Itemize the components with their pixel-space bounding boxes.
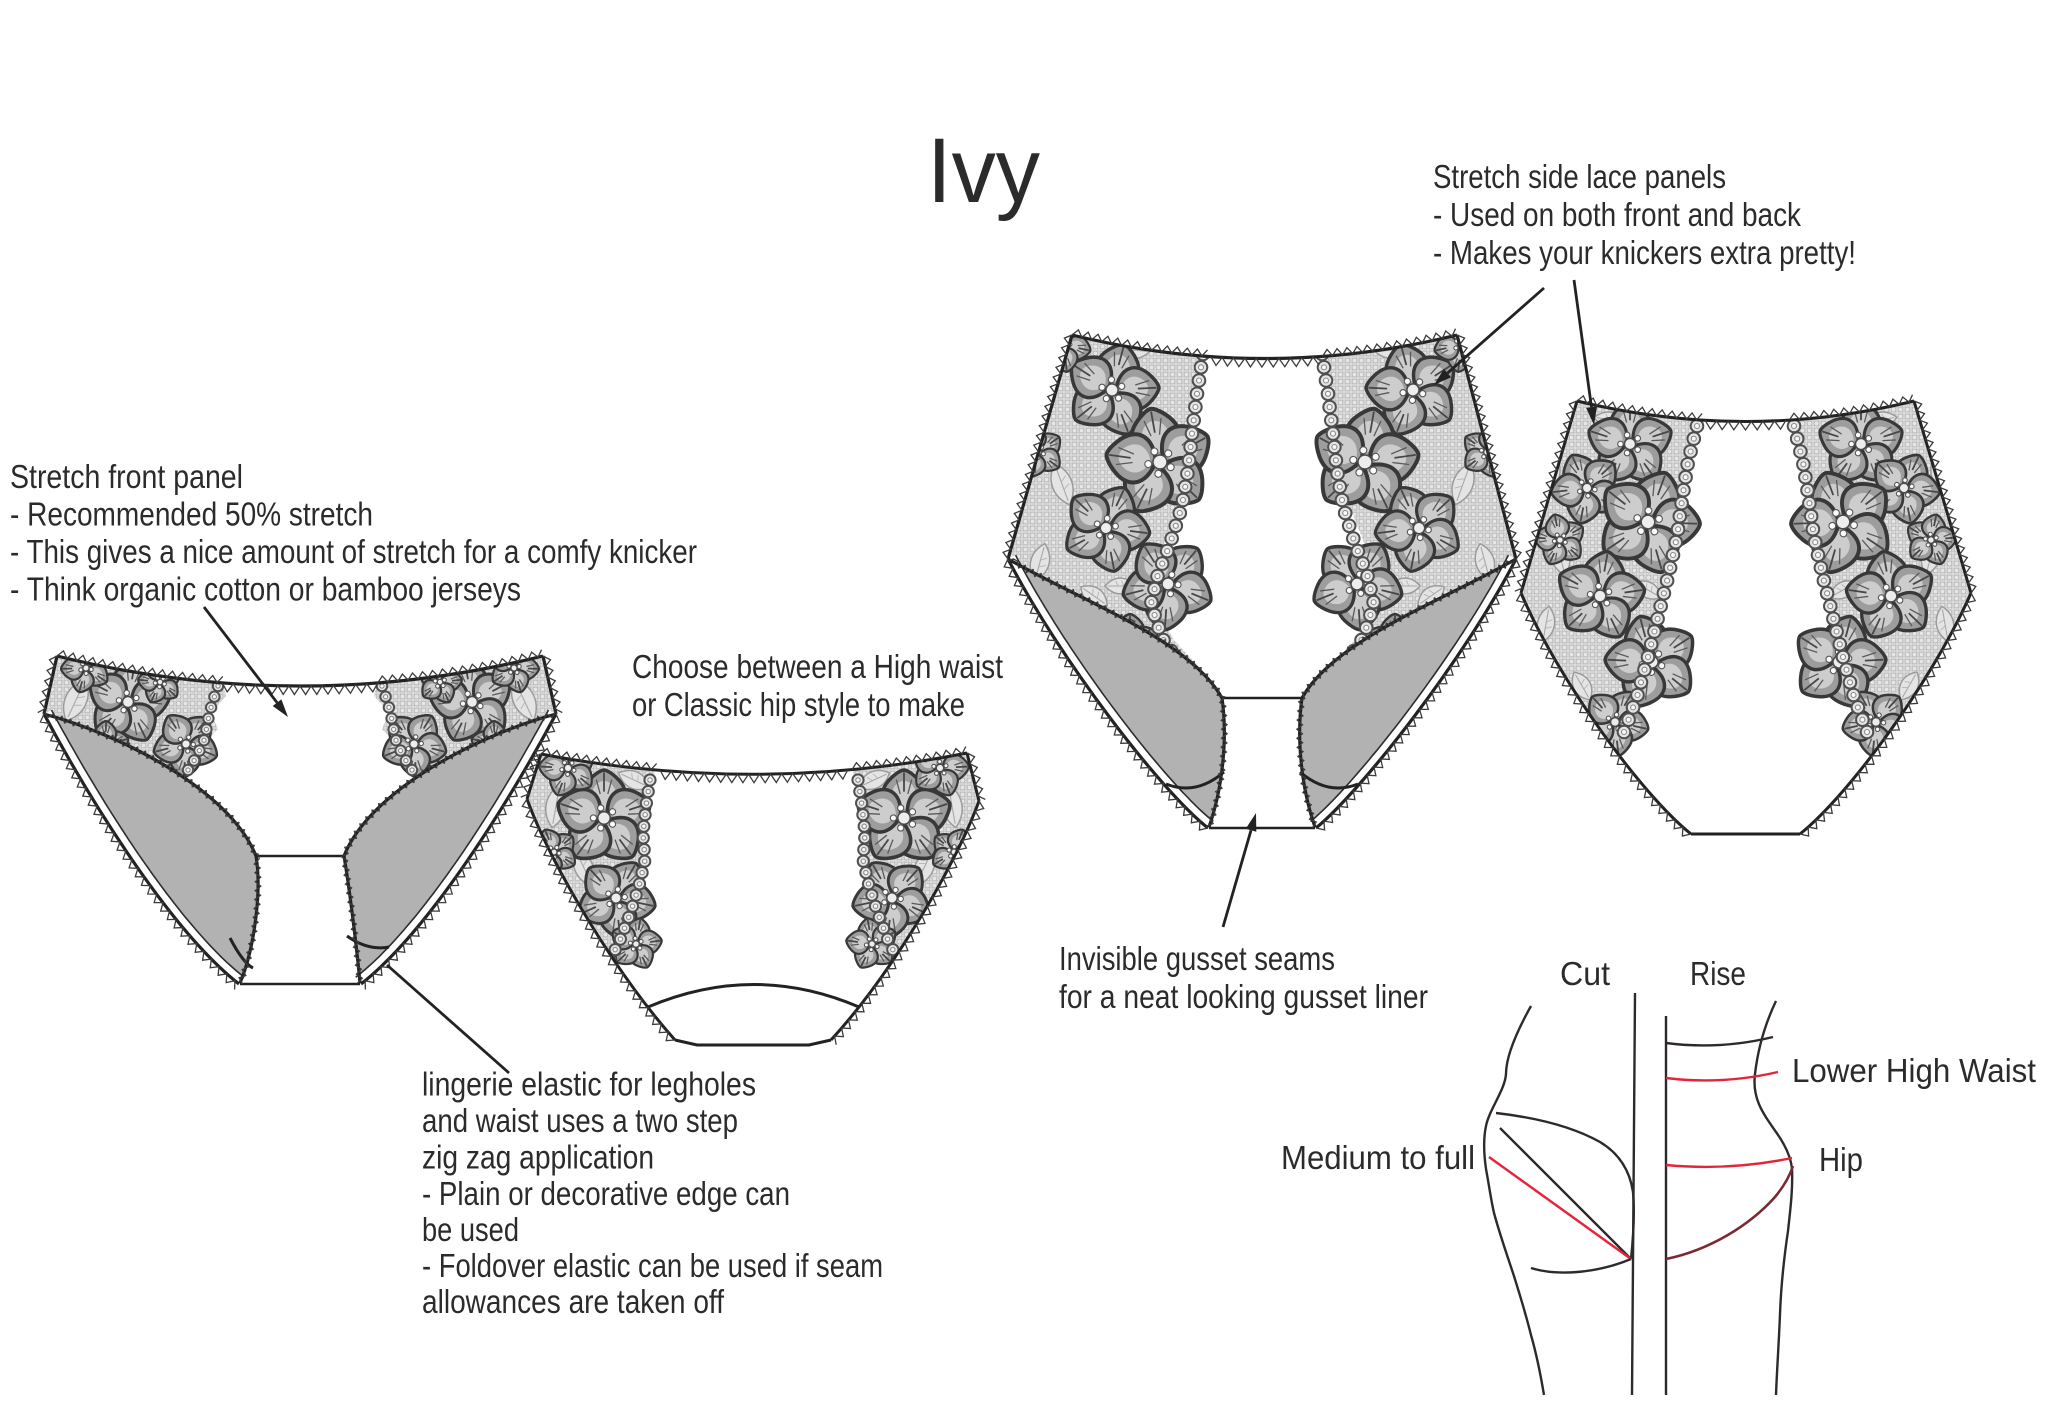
svg-text:- Makes your knickers extra pr: - Makes your knickers extra pretty! bbox=[1433, 235, 1856, 272]
svg-text:Lower High Waist: Lower High Waist bbox=[1792, 1053, 2037, 1090]
svg-text:or Classic hip style to make: or Classic hip style to make bbox=[632, 687, 965, 724]
svg-text:allowances are taken off: allowances are taken off bbox=[422, 1284, 725, 1321]
svg-text:- This gives a nice amount of: - This gives a nice amount of stretch fo… bbox=[10, 534, 697, 571]
svg-text:- Plain or decorative edge can: - Plain or decorative edge can bbox=[422, 1176, 790, 1213]
svg-text:Hip: Hip bbox=[1819, 1142, 1863, 1179]
svg-text:- Think organic cotton or bamb: - Think organic cotton or bamboo jerseys bbox=[10, 572, 521, 609]
svg-text:- Foldover elastic can be used: - Foldover elastic can be used if seam bbox=[422, 1248, 883, 1285]
svg-text:- Recommended 50% stretch: - Recommended 50% stretch bbox=[10, 497, 373, 534]
svg-text:Choose between a High waist: Choose between a High waist bbox=[632, 649, 1004, 686]
svg-text:Stretch side lace panels: Stretch side lace panels bbox=[1433, 159, 1726, 196]
svg-text:Medium to full: Medium to full bbox=[1281, 1140, 1475, 1177]
svg-text:- Used on both front and back: - Used on both front and back bbox=[1433, 197, 1801, 234]
svg-text:Stretch front panel: Stretch front panel bbox=[10, 459, 243, 496]
svg-text:lingerie elastic for legholes: lingerie elastic for legholes bbox=[422, 1067, 756, 1104]
svg-text:for a neat looking gusset line: for a neat looking gusset liner bbox=[1059, 979, 1428, 1016]
svg-text:Cut: Cut bbox=[1560, 956, 1611, 993]
svg-text:and waist uses a two step: and waist uses a two step bbox=[422, 1103, 738, 1140]
svg-text:Invisible gusset seams: Invisible gusset seams bbox=[1059, 941, 1335, 978]
svg-text:Ivy: Ivy bbox=[927, 120, 1040, 222]
svg-text:be used: be used bbox=[422, 1212, 519, 1249]
svg-text:Rise: Rise bbox=[1690, 956, 1746, 993]
svg-text:zig zag application: zig zag application bbox=[422, 1140, 654, 1177]
